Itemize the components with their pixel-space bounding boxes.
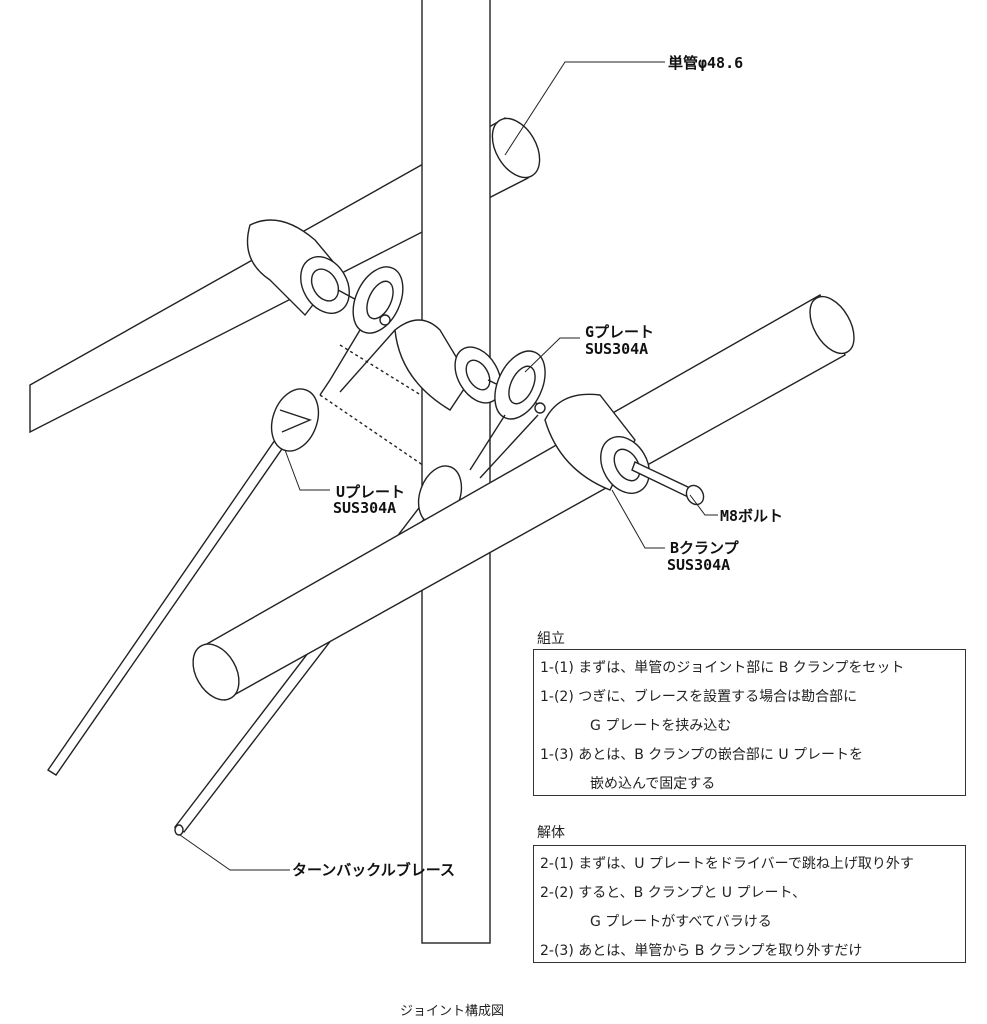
- assembly-title: 組立: [537, 631, 565, 647]
- g-plate-material: SUS304A: [585, 340, 649, 358]
- assembly-step: 嵌め込んで固定する: [590, 776, 716, 792]
- assembly-box: 1-(1) まずは、単管のジョイント部に B クランプをセット 1-(2) つぎ…: [533, 649, 966, 796]
- u-plate-material: SUS304A: [333, 499, 397, 517]
- brace-label: ターンバックルブレース: [292, 861, 456, 879]
- b-clamp-front: [544, 393, 650, 494]
- turnbuckle-brace-back: [47, 439, 285, 776]
- disassembly-title: 解体: [537, 825, 565, 841]
- g-plate-back: [319, 266, 404, 396]
- assembly-step: G プレートを挟み込む: [590, 718, 732, 734]
- b-clamp-back: [246, 219, 391, 319]
- b-clamp-label: Bクランプ: [670, 539, 739, 557]
- front-pipe: [192, 294, 855, 702]
- g-plate-label: Gプレート: [585, 323, 655, 341]
- disassembly-step: 2-(1) まずは、U プレートをドライバーで跳ね上げ取り外す: [540, 856, 914, 872]
- assembly-step: 1-(2) つぎに、ブレースを設置する場合は勘合部に: [540, 689, 858, 705]
- hidden-line: [319, 394, 431, 471]
- g-plate-front: [469, 350, 546, 479]
- pipe-label: 単管φ48.6: [668, 54, 744, 72]
- u-plate-back: [270, 388, 320, 452]
- bolt-label: M8ボルト: [720, 507, 784, 525]
- disassembly-box: 2-(1) まずは、U プレートをドライバーで跳ね上げ取り外す 2-(2) する…: [533, 845, 966, 963]
- assembly-step: 1-(3) あとは、B クランプの嵌合部に U プレートを: [540, 747, 864, 763]
- assembly-step: 1-(1) まずは、単管のジョイント部に B クランプをセット: [540, 660, 905, 676]
- disassembly-step: G プレートがすべてバラける: [590, 914, 772, 930]
- b-clamp-material: SUS304A: [667, 556, 731, 574]
- disassembly-step: 2-(3) あとは、単管から B クランプを取り外すだけ: [540, 943, 863, 959]
- b-clamp-center: [394, 319, 541, 411]
- figure-caption: ジョイント構成図: [400, 1004, 505, 1019]
- u-plate-label: Uプレート: [336, 483, 406, 501]
- leader-lines: [179, 61, 718, 871]
- m8-bolt: [631, 461, 705, 506]
- disassembly-step: 2-(2) すると、B クランプと U プレート、: [540, 885, 807, 901]
